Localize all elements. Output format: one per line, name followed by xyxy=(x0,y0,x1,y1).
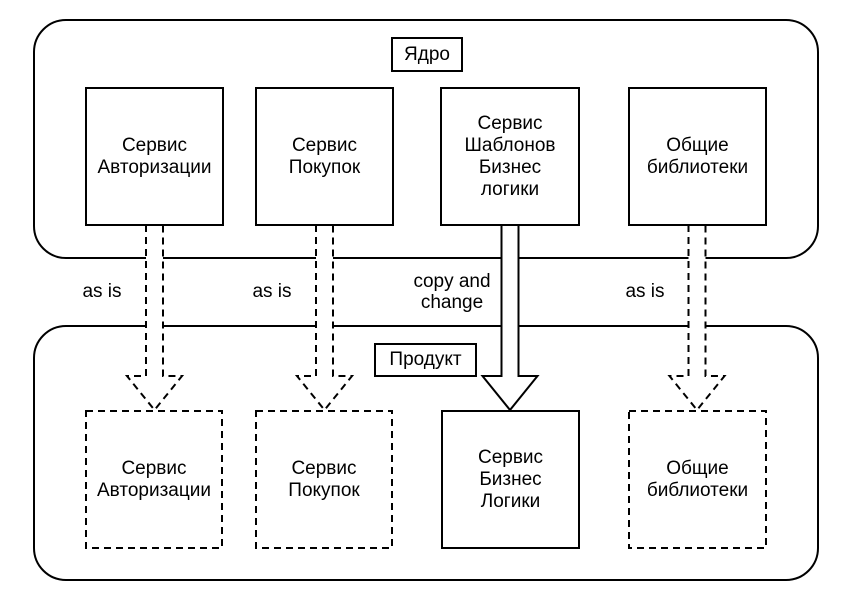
core-box-common-libraries-label: Общие библиотеки xyxy=(646,134,749,178)
arrow-label-as-is-libraries: as is xyxy=(625,281,665,302)
arrow-label-copy-and-change: copy and change xyxy=(413,271,491,313)
core-container-shape xyxy=(33,19,819,259)
product-box-business-logic-label: Сервис Бизнес Логики xyxy=(477,446,544,512)
arrow-as-is-authorization xyxy=(124,225,185,412)
product-box-authorization-service xyxy=(85,410,223,549)
arrow-as-is-libraries xyxy=(667,225,727,412)
core-box-purchases-label: Сервис Покупок xyxy=(288,134,361,178)
product-container-shape xyxy=(33,325,819,581)
product-container-label: Продукт xyxy=(374,343,477,377)
product-box-purchases-label: Сервис Покупок xyxy=(288,457,360,501)
core-box-business-logic-templates-service xyxy=(440,87,580,226)
arrow-label-as-is-authorization: as is xyxy=(82,281,122,302)
core-box-authorization-service xyxy=(85,87,224,226)
product-box-common-libraries-label: Общие библиотеки xyxy=(646,457,749,501)
arrow-label-as-is-purchases: as is xyxy=(252,281,292,302)
product-box-common-libraries xyxy=(628,410,767,549)
product-container-label-text: Продукт xyxy=(389,349,462,370)
product-box-purchases-service xyxy=(255,410,393,549)
core-container-label: Ядро xyxy=(391,37,463,72)
product-box-business-logic-service xyxy=(441,410,580,549)
core-box-authorization-label: Сервис Авторизации xyxy=(97,134,212,178)
core-box-common-libraries xyxy=(628,87,767,226)
core-box-purchases-service xyxy=(255,87,394,226)
core-box-business-logic-templates-label: Сервис Шаблонов Бизнес логики xyxy=(464,112,556,200)
arrow-as-is-purchases xyxy=(294,225,355,412)
product-box-authorization-label: Сервис Авторизации xyxy=(97,457,211,501)
core-container-label-text: Ядро xyxy=(404,43,450,65)
